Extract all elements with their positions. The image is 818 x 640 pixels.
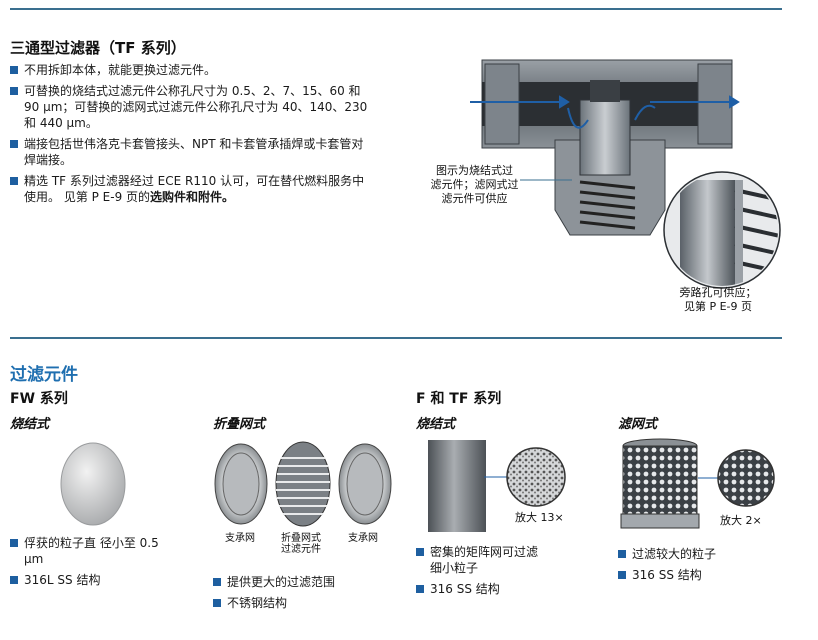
ftf-series-title: F 和 TF 系列 [416,391,502,407]
bypass-note: 旁路孔可供应； 见第 P E-9 页 [663,286,773,314]
top-rule [10,8,782,10]
bullet-square-icon [213,578,221,586]
ftf-mesh-features: 过滤较大的粒子 316 SS 结构 [618,546,788,588]
feature-item: 316L SS 结构 [10,572,180,588]
sintered-disc-image [60,442,126,526]
bypass-note-line: 旁路孔可供应； [679,286,757,299]
support-mesh-caption-left: 支承网 [225,533,255,544]
bullet-square-icon [10,140,18,148]
mesh-basket-image [620,438,775,529]
bypass-note-line: 见第 P E-9 页 [683,300,753,313]
feature-item: 提供更大的过滤范围 [213,574,403,590]
feature-item: 端接包括世伟洛克卡套管接头、NPT 和卡套管承插焊或卡套管对焊端接。 [10,136,375,168]
fw-sintered-label: 烧结式 [10,417,50,432]
tee-filter-title: 三通型过滤器（TF 系列） [10,39,186,57]
feature-item: 俘获的粒子直 径小至 0.5 µm [10,535,180,567]
tee-filter-features: 不用拆卸本体，就能更换过滤元件。 可替换的烧结式过滤元件公称孔尺寸为 0.5、2… [10,62,375,210]
bullet-square-icon [213,599,221,607]
pleated-element-caption: 折叠网式 过滤元件 [281,533,321,555]
fw-pleated-label: 折叠网式 [213,417,266,432]
bullet-square-icon [10,66,18,74]
tee-filter-cutaway-diagram [470,59,781,289]
feature-item: 不用拆卸本体，就能更换过滤元件。 [10,62,375,78]
options-link-text: 选购件和附件。 [150,190,235,204]
pleated-mesh-image [214,441,392,527]
bullet-square-icon [10,87,18,95]
feature-item: 可替换的烧结式过滤元件公称孔尺寸为 0.5、2、7、15、60 和 90 µm；… [10,83,375,131]
filter-elements-title: 过滤元件 [10,365,78,385]
mesh-zoom-caption: 放大 2× [720,514,762,527]
sintered-tube-image [428,440,566,532]
feature-item: 过滤较大的粒子 [618,546,788,562]
ftf-sintered-features: 密集的矩阵网可过滤细小粒子 316 SS 结构 [416,544,546,602]
ftf-sintered-label: 烧结式 [416,417,456,432]
bullet-square-icon [416,548,424,556]
ftf-mesh-label: 滤网式 [618,417,658,432]
bullet-square-icon [10,177,18,185]
diagram-note-line: 滤元件；滤网式过 [430,178,519,191]
diagram-note-line: 图示为烧结式过 [436,164,513,177]
diagram-note: 图示为烧结式过 滤元件；滤网式过 滤元件可供应 [417,164,532,206]
bullet-square-icon [10,576,18,584]
feature-item: 精选 TF 系列过滤器经过 ECE R110 认可，可在替代燃料服务中使用。 见… [10,173,375,205]
bullet-square-icon [618,550,626,558]
support-mesh-caption-right: 支承网 [348,533,378,544]
sintered-zoom-caption: 放大 13× [515,511,564,524]
diagram-note-line: 滤元件可供应 [441,192,508,205]
fw-pleated-features: 提供更大的过滤范围 不锈钢结构 [213,574,403,616]
feature-item: 密集的矩阵网可过滤细小粒子 [416,544,546,576]
fw-sintered-features: 俘获的粒子直 径小至 0.5 µm 316L SS 结构 [10,535,180,593]
fw-series-title: FW 系列 [10,391,68,407]
feature-item: 316 SS 结构 [416,581,546,597]
feature-item: 316 SS 结构 [618,567,788,583]
bullet-square-icon [10,539,18,547]
bullet-square-icon [618,571,626,579]
section-rule [10,337,782,339]
bullet-square-icon [416,585,424,593]
feature-item: 不锈钢结构 [213,595,403,611]
